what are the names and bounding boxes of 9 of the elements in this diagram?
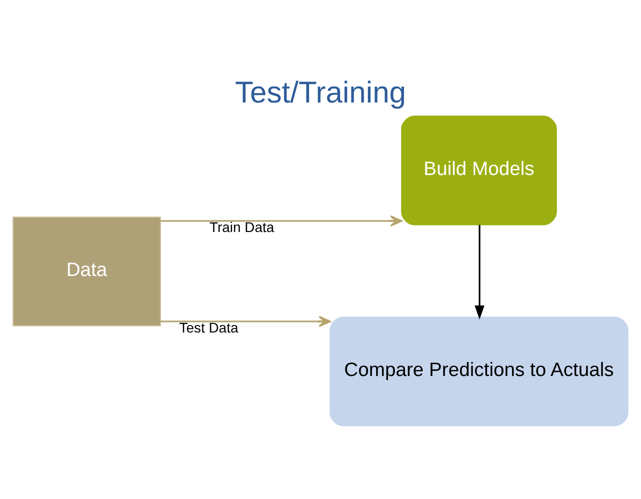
- arrow: [160, 214, 402, 226]
- node-box: Build Models: [401, 115, 557, 225]
- node-box: Compare Predictions to Actuals: [330, 316, 628, 426]
- edge-label: Train Data: [209, 218, 274, 235]
- arrow: [474, 224, 484, 319]
- node-box: Data: [12, 216, 161, 326]
- diagram-title: Test/Training: [234, 76, 406, 110]
- arrow: [160, 315, 331, 327]
- edge-label: Test Data: [179, 319, 238, 336]
